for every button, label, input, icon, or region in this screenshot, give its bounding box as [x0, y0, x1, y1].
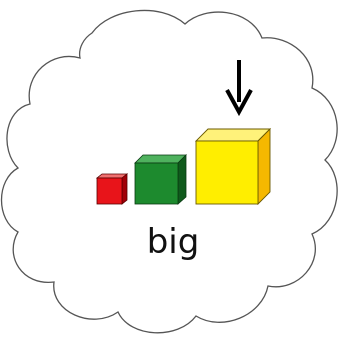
medium-cube	[134, 154, 187, 205]
down-arrow-icon	[225, 60, 253, 117]
caption-text: big	[146, 222, 200, 262]
large-cube	[194, 127, 272, 206]
small-cube	[95, 173, 129, 205]
